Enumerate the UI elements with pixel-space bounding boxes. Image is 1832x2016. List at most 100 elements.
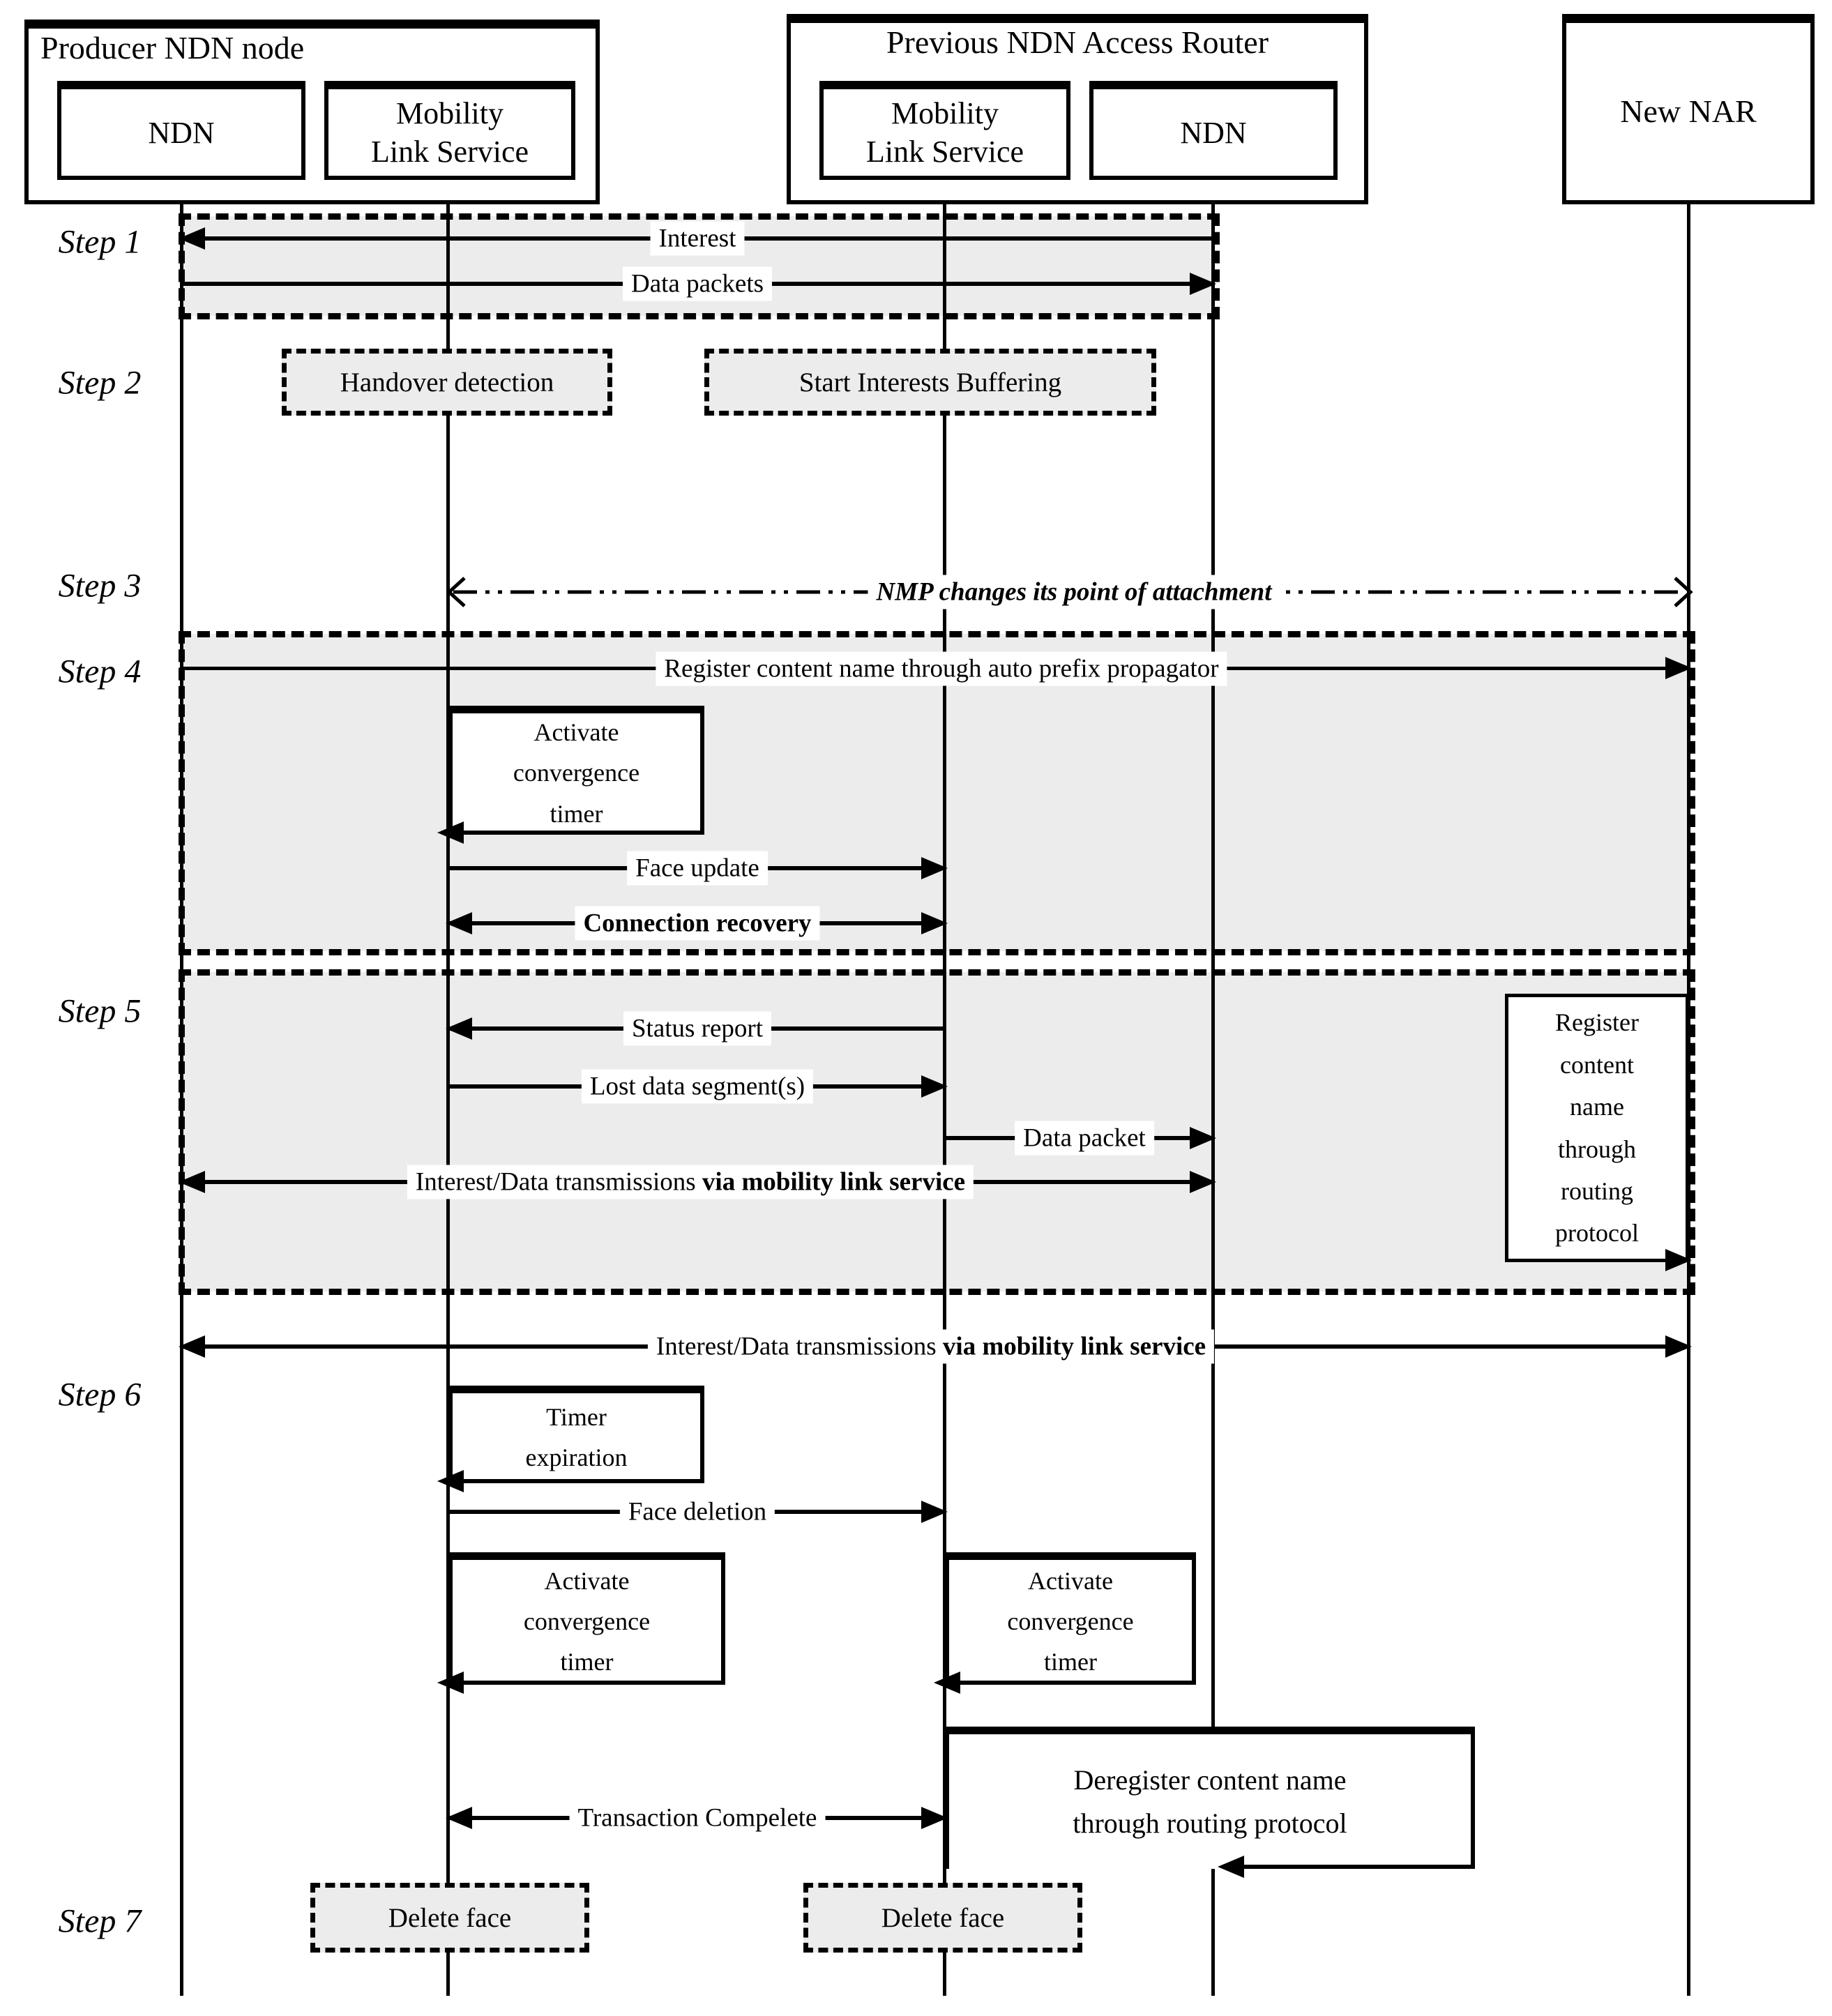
step-label-5: Step 5 — [58, 992, 142, 1030]
actor-pnar-ndn-label: NDN — [1180, 115, 1247, 150]
activate-line-2: convergence — [513, 759, 640, 787]
nmp-change-label: NMP changes its point of attachment — [868, 575, 1280, 609]
activate-line-1: Activate — [533, 718, 619, 747]
data-packets-label: Data packets — [622, 266, 773, 301]
transaction-complete-label: Transaction Compelete — [569, 1801, 826, 1835]
actor-producer-mls-label-1: Mobility — [395, 96, 504, 130]
delete-face-box-producer: Delete face — [310, 1883, 589, 1953]
register-routing-line-6: protocol — [1555, 1219, 1639, 1248]
arrowhead-left-icon — [446, 912, 472, 934]
arrowhead-right-icon — [921, 912, 948, 934]
register-routing-line-2: content — [1560, 1050, 1634, 1079]
arrowhead-left-icon — [446, 1017, 472, 1040]
actor-pnar-ndn-box: NDN — [1089, 81, 1338, 180]
actor-new-nar-box: New NAR — [1562, 14, 1815, 204]
step-label-4: Step 4 — [58, 653, 142, 690]
step-label-1: Step 1 — [58, 223, 142, 261]
deregister-box: Deregister content name through routing … — [945, 1727, 1475, 1869]
delete-face-label: Delete face — [881, 1902, 1005, 1933]
arrowhead-right-icon — [921, 1075, 948, 1098]
lifeline-pnar-mls — [943, 204, 946, 1996]
arrowhead-left-icon — [179, 1335, 205, 1358]
step-label-7: Step 7 — [58, 1902, 142, 1940]
step1-region-border — [179, 213, 1220, 319]
register-auto-prefix-label: Register content name through auto prefi… — [656, 651, 1227, 686]
connection-recovery-label: Connection recovery — [575, 906, 820, 941]
deregister-line-1: Deregister content name — [1073, 1764, 1347, 1796]
arrowhead-right-icon — [921, 1501, 948, 1523]
activate-line-3: timer — [550, 799, 603, 828]
lifeline-pnar-ndn — [1211, 204, 1215, 1996]
arrowhead-right-icon — [1665, 1335, 1692, 1358]
thin-arrowhead-left-icon — [446, 577, 466, 607]
register-routing-line-5: routing — [1561, 1176, 1633, 1205]
start-interests-buffering-label: Start Interests Buffering — [798, 367, 1062, 397]
arrowhead-left-icon — [437, 821, 464, 844]
actor-producer-ndn-box: NDN — [57, 81, 305, 180]
thin-arrowhead-right-icon — [1674, 577, 1693, 607]
nmp-change-arrow — [446, 577, 1693, 607]
register-routing-line-3: name — [1570, 1093, 1624, 1121]
arrowhead-right-icon — [1190, 1127, 1216, 1149]
activate-convergence-timer-box-step4: Activate convergence timer — [448, 706, 704, 833]
step5-region-border — [179, 969, 1695, 1295]
interest-label: Interest — [650, 221, 745, 256]
activate-convergence-timer-box-step6-producer: Activate convergence timer — [448, 1552, 725, 1683]
interest-data-mls2-bold: via mobility link service — [942, 1332, 1206, 1361]
deregister-line-2: through routing protocol — [1073, 1807, 1347, 1839]
handover-detection-box: Handover detection — [282, 349, 612, 416]
actor-new-nar-label: New NAR — [1620, 93, 1757, 130]
timer-expiration-return-line — [448, 1479, 704, 1483]
handover-detection-label: Handover detection — [340, 367, 554, 397]
activate-line-2: convergence — [523, 1607, 651, 1635]
activate-line-2: convergence — [1007, 1607, 1134, 1635]
arrowhead-right-icon — [921, 1807, 948, 1829]
activate-line-1: Activate — [1028, 1566, 1113, 1595]
deregister-return-line — [1243, 1865, 1475, 1869]
activate-step6b-return-line — [945, 1681, 1196, 1685]
activate-line-3: timer — [560, 1648, 614, 1676]
actor-pnar-mls-label-1: Mobility — [891, 96, 999, 130]
step-label-2: Step 2 — [58, 364, 142, 402]
arrowhead-right-icon — [1190, 1171, 1216, 1193]
arrowhead-left-icon — [437, 1672, 464, 1694]
activate-step4-return-line — [448, 831, 704, 835]
arrowhead-left-icon — [437, 1470, 464, 1492]
timer-expiration-line-2: expiration — [525, 1443, 628, 1471]
interest-data-mls1-regular: Interest/Data transmissions — [415, 1167, 702, 1197]
arrowhead-right-icon — [1665, 1249, 1692, 1271]
face-update-label: Face update — [627, 851, 768, 886]
activate-line-1: Activate — [544, 1566, 630, 1595]
register-routing-line-4: through — [1558, 1135, 1636, 1163]
arrowhead-left-icon — [179, 1171, 205, 1193]
delete-face-box-pnar: Delete face — [803, 1883, 1082, 1953]
actor-pnar-mls-label-2: Link Service — [865, 135, 1024, 169]
face-deletion-label: Face deletion — [619, 1494, 775, 1529]
arrowhead-left-icon — [446, 1807, 472, 1829]
actor-producer-mls-label-2: Link Service — [370, 135, 529, 169]
timer-expiration-line-1: Timer — [546, 1402, 607, 1431]
step5-region-fill — [181, 972, 1689, 1291]
arrowhead-left-icon — [1218, 1856, 1244, 1878]
interest-data-mls2-regular: Interest/Data transmissions — [656, 1332, 943, 1361]
register-routing-line-1: Register — [1555, 1008, 1639, 1037]
status-report-label: Status report — [623, 1011, 772, 1046]
interest-data-mls2-label: Interest/Data transmissions via mobility… — [647, 1329, 1215, 1364]
timer-expiration-box: Timer expiration — [448, 1386, 704, 1481]
actor-producer-mls-box: Mobility Link Service — [324, 81, 575, 180]
delete-face-label: Delete face — [388, 1902, 512, 1933]
actor-pnar-mls-box: Mobility Link Service — [819, 81, 1070, 180]
lost-data-segments-label: Lost data segment(s) — [581, 1069, 814, 1104]
activate-step6a-return-line — [448, 1681, 725, 1685]
start-interests-buffering-box: Start Interests Buffering — [704, 349, 1156, 416]
data-packet-label: Data packet — [1015, 1121, 1154, 1155]
actor-producer-title: Producer NDN node — [40, 30, 305, 66]
interest-data-mls1-label: Interest/Data transmissions via mobility… — [407, 1165, 974, 1199]
step4-region-border — [179, 631, 1695, 955]
lifeline-producer-mls — [446, 204, 450, 1996]
register-routing-box: Register content name through routing pr… — [1505, 994, 1689, 1262]
step4-region-fill — [181, 634, 1689, 951]
arrowhead-left-icon — [934, 1672, 960, 1694]
step-label-3: Step 3 — [58, 567, 142, 605]
